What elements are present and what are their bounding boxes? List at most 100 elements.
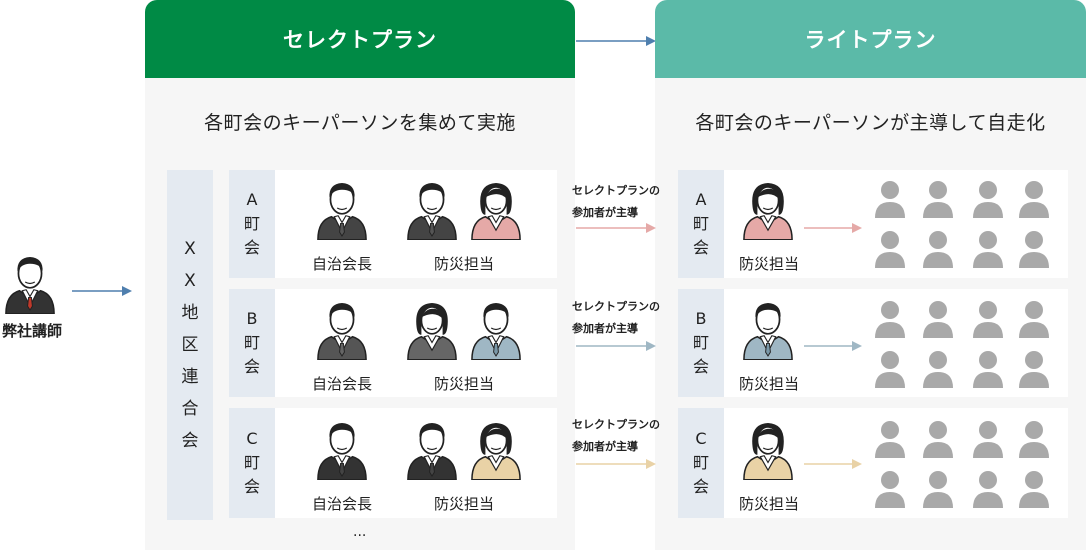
disaster-man-icon <box>742 298 794 360</box>
instructor-label: 弊社講師 <box>1 322 62 340</box>
crowd-person-icon <box>972 470 1004 508</box>
town-char: 会 <box>243 238 260 257</box>
disaster-label: 防災担当 <box>738 495 799 513</box>
town-char: 町 <box>243 453 260 472</box>
crowd-person-icon <box>1018 300 1050 338</box>
lite-plan-title: ライトプラン <box>655 0 1086 78</box>
federation-label: X X 地 区 連 合 会 <box>167 170 213 520</box>
crowd-person-icon <box>922 180 954 218</box>
lite-plan-subtitle: 各町会のキーパーソンが主導して自走化 <box>695 112 1046 134</box>
leader-man-icon <box>316 178 368 240</box>
town-char: B <box>695 309 707 328</box>
crowd-person-icon <box>874 420 906 458</box>
disaster-woman-icon <box>470 178 522 240</box>
federation-char: X <box>184 271 196 291</box>
leader-man-icon <box>316 298 368 360</box>
select-town-label-b: B 町 会 <box>229 289 275 397</box>
federation-char: X <box>184 239 196 259</box>
lite-town-label-c: C 町 会 <box>678 408 724 518</box>
crowd-person-icon <box>972 180 1004 218</box>
federation-char: 合 <box>181 399 199 419</box>
leader-label: 自治会長 <box>311 255 372 273</box>
disaster-label: 防災担当 <box>433 255 494 273</box>
plan-transition-arrow <box>576 36 656 46</box>
select-plan-title: セレクトプラン <box>145 0 575 78</box>
transition-note-b: セレクトプランの 参加者が主導 <box>572 296 660 340</box>
federation-char: 地 <box>181 303 199 323</box>
select-town-label-c: C 町 会 <box>229 408 275 518</box>
crowd-person-icon <box>874 300 906 338</box>
disaster-label: 防災担当 <box>433 375 494 393</box>
town-char: 会 <box>243 357 260 376</box>
crowd-person-icon <box>972 420 1004 458</box>
crowd-person-icon <box>874 180 906 218</box>
crowd-person-icon <box>874 230 906 268</box>
crowd-person-icon <box>1018 420 1050 458</box>
leader-man-icon <box>316 418 368 480</box>
town-char: C <box>695 429 707 448</box>
select-plan-subtitle: 各町会のキーパーソンを集めて実施 <box>204 112 516 134</box>
lite-town-row-c <box>678 408 1068 518</box>
lite-town-row-b <box>678 289 1068 397</box>
lite-town-label-a: A 町 会 <box>678 170 724 278</box>
crowd-person-icon <box>874 470 906 508</box>
town-char: 町 <box>692 453 709 472</box>
crowd-person-icon <box>972 300 1004 338</box>
town-char: 町 <box>243 214 260 233</box>
transition-note-c: セレクトプランの 参加者が主導 <box>572 414 660 458</box>
crowd-person-icon <box>972 350 1004 388</box>
disaster-label: 防災担当 <box>738 375 799 393</box>
town-char: C <box>246 429 258 448</box>
crowd-person-icon <box>922 420 954 458</box>
disaster-woman-icon <box>406 298 458 360</box>
disaster-man-icon <box>406 418 458 480</box>
federation-char: 会 <box>181 431 199 451</box>
leader-label: 自治会長 <box>311 495 372 513</box>
disaster-man-icon <box>406 178 458 240</box>
instructor-icon <box>4 252 56 314</box>
crowd-person-icon <box>922 300 954 338</box>
crowd-person-icon <box>1018 180 1050 218</box>
crowd-person-icon <box>922 470 954 508</box>
note-line: セレクトプランの <box>572 418 660 431</box>
town-char: 町 <box>243 333 260 352</box>
crowd-person-icon <box>922 350 954 388</box>
crowd-person-icon <box>972 230 1004 268</box>
crowd-person-icon <box>1018 230 1050 268</box>
instructor-arrow <box>72 286 132 296</box>
disaster-woman-icon <box>742 418 794 480</box>
town-char: A <box>246 190 258 209</box>
town-char: B <box>246 309 258 328</box>
town-char: A <box>695 190 707 209</box>
crowd-person-icon <box>922 230 954 268</box>
disaster-label: 防災担当 <box>738 255 799 273</box>
transition-arrow-a <box>576 223 656 233</box>
disaster-label: 防災担当 <box>433 495 494 513</box>
crowd-person-icon <box>1018 350 1050 388</box>
federation-char: 区 <box>181 335 199 355</box>
federation-char: 連 <box>181 367 199 387</box>
town-char: 町 <box>692 214 709 233</box>
leader-label: 自治会長 <box>311 375 372 393</box>
town-char: 会 <box>692 477 709 496</box>
transition-arrow-b <box>576 341 656 351</box>
town-char: 町 <box>692 333 709 352</box>
crowd-person-icon <box>1018 470 1050 508</box>
more-ellipsis: ... <box>353 524 367 540</box>
town-char: 会 <box>692 357 709 376</box>
note-line: 参加者が主導 <box>572 440 638 453</box>
transition-note-a: セレクトプランの 参加者が主導 <box>572 180 660 224</box>
note-line: 参加者が主導 <box>572 322 638 335</box>
spread-arrow-c <box>804 459 862 469</box>
spread-arrow-b <box>804 341 862 351</box>
town-char: 会 <box>243 477 260 496</box>
disaster-woman-icon <box>742 178 794 240</box>
disaster-woman-icon <box>470 418 522 480</box>
spread-arrow-a <box>804 223 862 233</box>
note-line: セレクトプランの <box>572 300 660 313</box>
note-line: セレクトプランの <box>572 184 660 197</box>
lite-town-label-b: B 町 会 <box>678 289 724 397</box>
crowd-person-icon <box>874 350 906 388</box>
town-char: 会 <box>692 238 709 257</box>
transition-arrow-c <box>576 459 656 469</box>
